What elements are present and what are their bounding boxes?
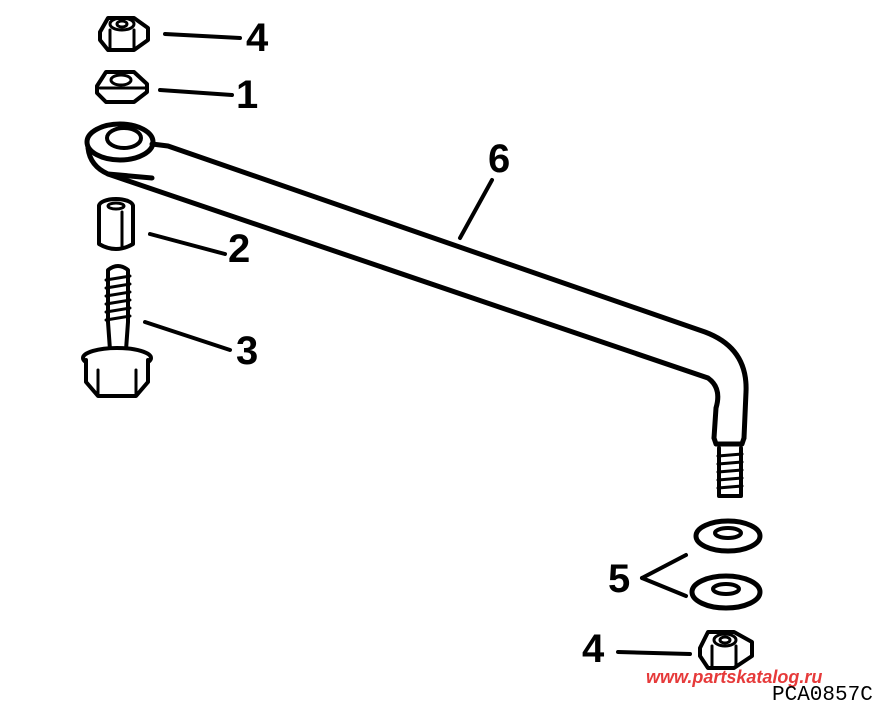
flange-bolt [81, 264, 153, 398]
lock-nut-bottom [698, 630, 754, 670]
part-code: PCA0857C [772, 684, 873, 706]
callout-4-top: 4 [246, 16, 269, 60]
callout-2: 2 [228, 227, 250, 271]
washer-upper [693, 518, 763, 554]
link-rod [84, 121, 749, 498]
callout-1: 1 [236, 73, 258, 117]
hex-nut [95, 70, 149, 104]
washer-lower [689, 573, 763, 611]
callout-4-bottom: 4 [582, 627, 605, 671]
leader-lines [143, 32, 692, 656]
callout-5: 5 [608, 557, 630, 601]
callout-6: 6 [488, 137, 510, 181]
callout-3: 3 [236, 329, 258, 373]
watermark-text: www.partskatalog.ru [646, 667, 822, 687]
lock-nut-top [98, 16, 150, 52]
bushing [97, 197, 135, 251]
